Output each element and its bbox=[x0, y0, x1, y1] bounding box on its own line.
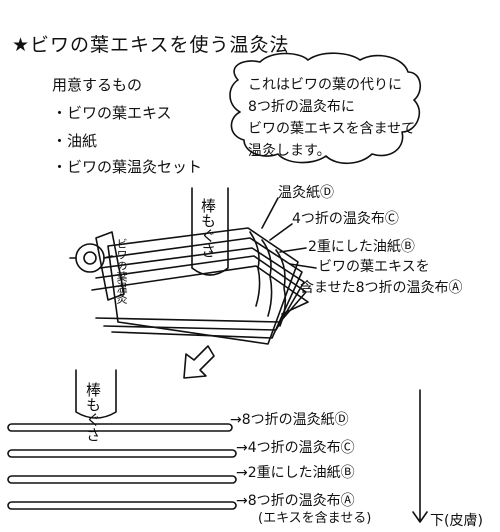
layer-label-b: 2重にした油紙Ⓑ bbox=[308, 239, 415, 255]
bottom-label-d: →8つ折の温灸紙Ⓓ bbox=[230, 412, 349, 428]
moxa-stick-bottom bbox=[75, 369, 117, 419]
page-title: ★ビワの葉エキスを使う温灸法 bbox=[12, 34, 290, 56]
clip-ring-inner bbox=[83, 251, 97, 265]
speech-bubble bbox=[229, 52, 421, 165]
layer-line-b bbox=[7, 475, 237, 484]
needs-item: ・ビワの葉温灸セット bbox=[52, 158, 203, 176]
layer-label-a-line2: 含ませた8つ折の温灸布Ⓐ bbox=[300, 280, 463, 296]
clip-holder bbox=[95, 231, 125, 301]
sheet-layer-1 bbox=[107, 227, 299, 345]
layer-line-a bbox=[7, 501, 237, 510]
needs-heading: 用意するもの bbox=[52, 76, 143, 94]
bottom-label-b: →2重にした油紙Ⓑ bbox=[236, 465, 355, 481]
layer-line-c bbox=[7, 449, 237, 458]
moxa-stick-top bbox=[191, 187, 229, 276]
down-arrow bbox=[183, 345, 215, 379]
sheet-layer-3 bbox=[99, 247, 305, 331]
bubble-text-line: 8つ折の温灸布に bbox=[248, 99, 355, 115]
bubble-text-line: これはビワの葉の代りに bbox=[248, 77, 402, 93]
bottom-label-a-line2: (エキスを含ませる) bbox=[258, 511, 372, 526]
moxa-label-bottom: 棒もぐさ bbox=[84, 382, 102, 442]
clip-label: ビワの葉温灸 bbox=[115, 238, 128, 304]
layer-label-d: 温灸紙Ⓓ bbox=[278, 185, 334, 201]
skin-direction-arrow bbox=[412, 389, 428, 523]
bubble-text-line: ビワの葉エキスを含ませて bbox=[248, 121, 416, 137]
sheet-layer-2 bbox=[103, 237, 303, 339]
moxa-label-top: 棒もぐさ bbox=[199, 198, 217, 258]
bottom-label-c: →4つ折の温灸布Ⓒ bbox=[236, 440, 355, 456]
needs-item: ・ビワの葉エキス bbox=[52, 104, 172, 122]
bubble-text-line: 温灸します。 bbox=[248, 143, 331, 159]
layer-line-d bbox=[7, 423, 233, 432]
layer-label-a-line1: ビワの葉エキスを bbox=[318, 259, 430, 275]
sheet-layer-4 bbox=[95, 255, 307, 323]
sheet-layer-5 bbox=[91, 265, 309, 315]
sheet-edge-wave bbox=[249, 231, 261, 307]
layer-label-c: 4つ折の温灸布Ⓒ bbox=[292, 211, 399, 227]
needs-item: ・油紙 bbox=[52, 132, 98, 150]
skin-direction-label: 下(皮膚) bbox=[430, 513, 483, 529]
bottom-label-a-line1: →8つ折の温灸布Ⓐ bbox=[236, 493, 355, 509]
